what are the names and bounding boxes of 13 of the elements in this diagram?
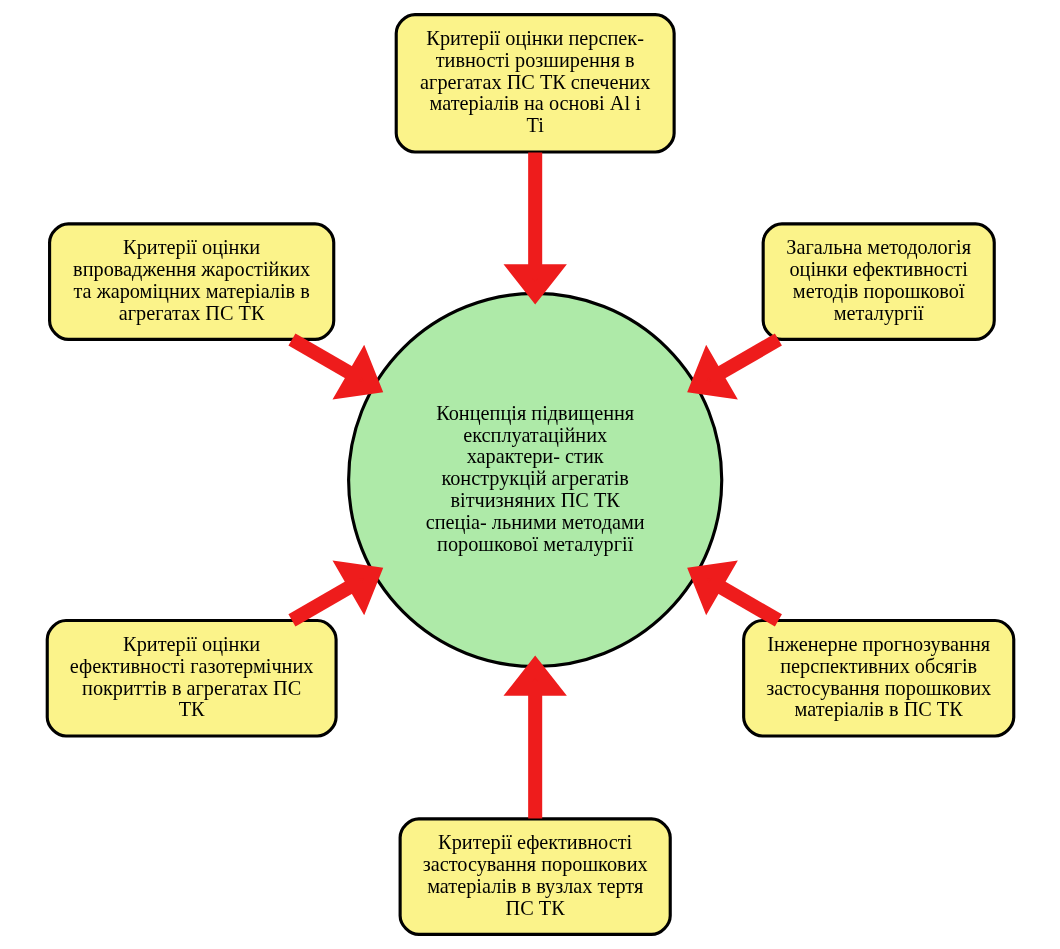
node-box: Критерії оцінки впровадження жаростійких та жароміцних матеріалів в агрегатах ПС ТК [47, 222, 335, 341]
node-circle: Концепція підвищення експлуатаційних характери- стик конструкцій агрегатів вітчизняних ПС ТК спеціа- льними методами порошкової металургії [346, 291, 723, 669]
arrow [686, 560, 782, 627]
arrow [287, 560, 383, 627]
node-box: Критерії ефективності застосування порошкових матеріалів в вузлах тертя ПС ТК [398, 817, 672, 936]
arrow [503, 655, 567, 819]
node-box: Загальна методологія оцінки ефективності методів порошкової металургії [761, 222, 996, 341]
arrow [686, 333, 782, 400]
node-box: Інженерне прогнозування перспективних обсягів застосування порошкових матеріалів в ПС ТК [741, 618, 1015, 738]
arrow [287, 333, 383, 400]
node-box: Критерії оцінки ефективності газотермічних покриттів в агрегатах ПС ТК [45, 618, 338, 738]
node-box: Критерії оцінки перспек- тивності розширення в агрегатах ПС ТК спечених матеріалів на основі Al і Ti [394, 13, 676, 154]
arrow [503, 152, 567, 305]
